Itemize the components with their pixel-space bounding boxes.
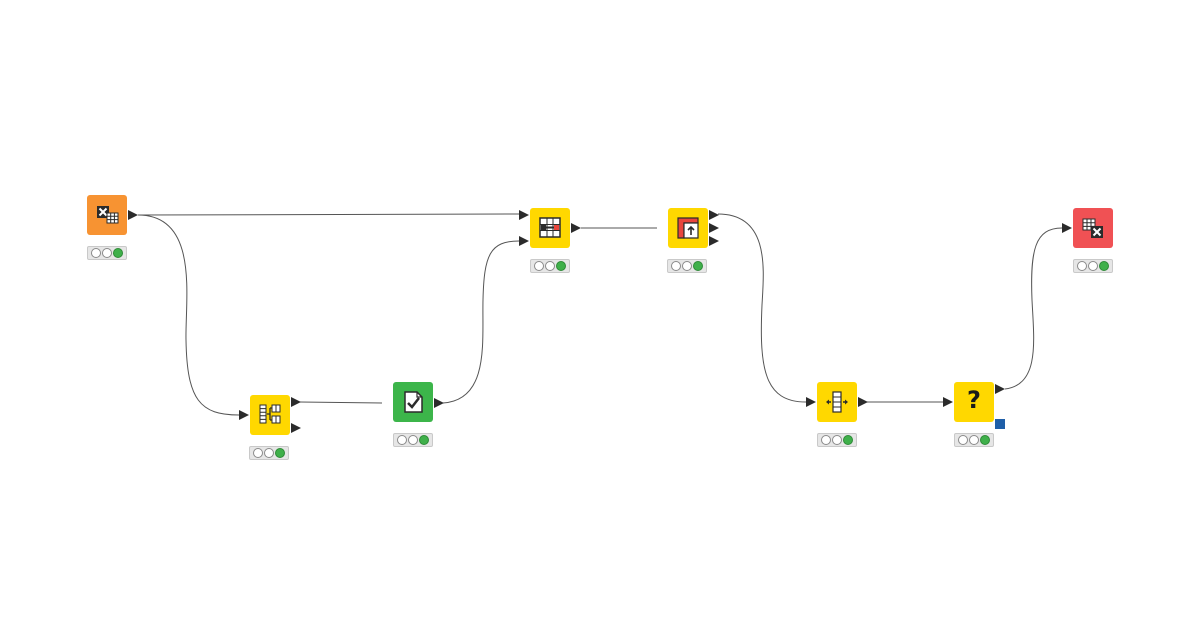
node-status-missing-value [954,433,994,447]
status-light-green [556,261,566,271]
status-light-yellow [832,435,842,445]
node-status-column-splitter [249,446,289,460]
node-status-reference-row-filter [667,259,707,273]
input-port[interactable] [943,397,953,407]
input-port[interactable] [1062,223,1072,233]
status-light-green [693,261,703,271]
node-reference-row-filter[interactable] [668,208,719,248]
status-light-yellow [1088,261,1098,271]
output-port[interactable] [858,397,868,407]
connection-reader-splitter[interactable] [137,214,240,416]
output-port[interactable] [434,398,444,408]
status-light-red [91,248,101,258]
connection-validator-joiner[interactable] [442,240,520,404]
status-light-red [534,261,544,271]
status-light-green [980,435,990,445]
input-port[interactable] [806,397,816,407]
table-validator-icon [404,391,423,413]
output-port-bottom[interactable] [291,423,301,433]
status-light-red [397,435,407,445]
column-splitter-icon [259,404,281,424]
excel-writer-icon [1082,218,1103,238]
node-status-excel-writer [1073,259,1113,273]
output-port-middle[interactable] [709,223,719,233]
output-port[interactable] [995,384,1005,394]
output-port-top[interactable] [291,397,301,407]
status-light-green [843,435,853,445]
status-light-red [821,435,831,445]
connections [137,213,1063,416]
output-port-bottom[interactable] [709,236,719,246]
node-column-splitter[interactable] [239,395,301,435]
input-port-top[interactable] [519,210,529,220]
status-light-red [1077,261,1087,271]
status-light-yellow [408,435,418,445]
connection-missing-writer[interactable] [1004,227,1063,390]
output-port[interactable] [571,223,581,233]
model-output-port[interactable] [995,419,1005,429]
status-light-yellow [682,261,692,271]
status-light-green [419,435,429,445]
output-port[interactable] [128,210,138,220]
connection-filter-pivot[interactable] [717,213,807,403]
connection-splitter-validator[interactable] [299,401,383,404]
status-light-green [1099,261,1109,271]
status-light-green [275,448,285,458]
node-excel-reader[interactable] [87,195,138,235]
status-light-yellow [969,435,979,445]
node-status-excel-reader [87,246,127,260]
reference-filter-icon [677,217,699,239]
status-light-red [253,448,263,458]
node-pivot[interactable] [806,382,868,422]
output-port-top[interactable] [709,210,719,220]
joiner-icon [539,217,561,238]
node-status-joiner [530,259,570,273]
status-light-green [113,248,123,258]
input-port-bottom[interactable] [519,236,529,246]
excel-reader-icon [97,206,119,224]
node-status-table-validator [393,433,433,447]
connection-reader-joiner[interactable] [137,213,520,216]
pivot-icon [826,391,848,413]
node-joiner[interactable] [519,208,581,248]
node-missing-value[interactable]: ? [943,382,1005,429]
status-light-red [958,435,968,445]
node-table-validator[interactable] [393,382,444,422]
input-port[interactable] [239,410,249,420]
question-mark-icon: ? [967,386,981,414]
status-light-yellow [545,261,555,271]
status-light-yellow [102,248,112,258]
status-light-red [671,261,681,271]
status-light-yellow [264,448,274,458]
node-status-pivot [817,433,857,447]
node-excel-writer[interactable] [1062,208,1113,248]
